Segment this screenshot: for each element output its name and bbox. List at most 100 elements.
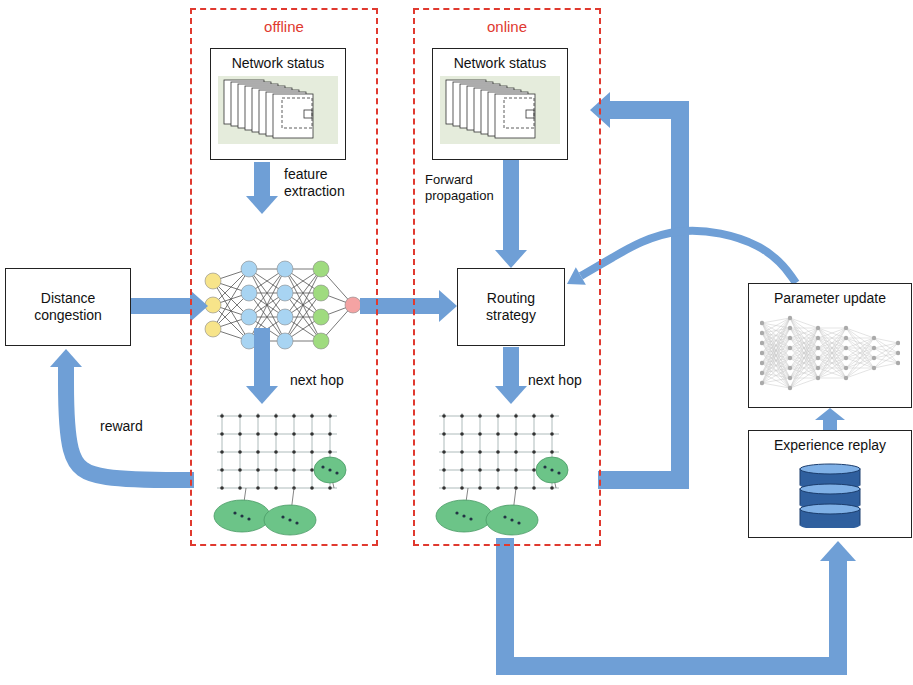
arrow-label: next hop bbox=[290, 372, 344, 389]
nn-link bbox=[846, 328, 874, 358]
nn-link bbox=[790, 328, 818, 368]
nn-link bbox=[846, 338, 874, 358]
nn-link bbox=[790, 338, 818, 388]
grid-node bbox=[532, 414, 536, 418]
box-label: Experience replay bbox=[749, 437, 911, 454]
nn-neuron bbox=[788, 326, 792, 330]
cluster-ellipse bbox=[486, 505, 538, 535]
grid-node bbox=[310, 486, 314, 490]
grid-node bbox=[238, 486, 242, 490]
nn-neuron bbox=[788, 356, 792, 360]
grid-node bbox=[550, 450, 554, 454]
nn-neuron bbox=[241, 309, 257, 325]
arrow-shaft bbox=[360, 298, 439, 314]
nn-link bbox=[874, 363, 898, 368]
connector-body bbox=[815, 408, 845, 430]
connector-arrow bbox=[815, 408, 845, 430]
nn-neuron bbox=[872, 336, 876, 340]
nn-link bbox=[818, 328, 846, 348]
grid-node bbox=[460, 468, 464, 472]
nn-link bbox=[818, 328, 846, 378]
nn-link bbox=[790, 318, 818, 358]
arrow-shaft bbox=[581, 231, 796, 283]
grid-node bbox=[550, 414, 554, 418]
feature-map bbox=[282, 98, 312, 128]
grid-node bbox=[496, 468, 500, 472]
grid-node bbox=[550, 486, 554, 490]
nn-link bbox=[790, 358, 818, 388]
nn-neuron bbox=[788, 336, 792, 340]
grid-node bbox=[496, 450, 500, 454]
nn-neuron bbox=[816, 366, 820, 370]
flow-arrow bbox=[246, 328, 278, 404]
nn-neuron bbox=[760, 371, 764, 375]
grid-node bbox=[256, 450, 260, 454]
replay-box: Experience replay bbox=[748, 430, 912, 538]
grid-node bbox=[292, 468, 296, 472]
db-disk-top bbox=[800, 484, 860, 494]
nn-neuron bbox=[241, 285, 257, 301]
nn-neuron bbox=[816, 356, 820, 360]
feedback-arrow bbox=[505, 538, 856, 666]
nn-link bbox=[285, 269, 321, 341]
nn-link bbox=[790, 378, 818, 388]
arrow-label: reward bbox=[100, 418, 143, 435]
arrow-shaft bbox=[505, 538, 838, 666]
grid-node bbox=[328, 486, 332, 490]
arrow-shaft bbox=[503, 347, 519, 386]
arrow-shaft bbox=[598, 110, 680, 480]
figure-icon bbox=[760, 311, 900, 395]
grid-node bbox=[238, 468, 242, 472]
db-disk bbox=[800, 520, 860, 528]
neural-network-figure bbox=[205, 261, 361, 349]
grid-node bbox=[220, 450, 224, 454]
grid-node bbox=[256, 486, 260, 490]
box-label: Parameter update bbox=[749, 290, 911, 307]
grid-node bbox=[274, 486, 278, 490]
offline-region: offlineNetwork status bbox=[190, 8, 378, 546]
nn-link bbox=[846, 328, 874, 338]
nn-link bbox=[790, 328, 818, 368]
nn-link bbox=[762, 353, 790, 388]
grid-node bbox=[292, 432, 296, 436]
nn-neuron bbox=[313, 285, 329, 301]
grid-node bbox=[256, 468, 260, 472]
nn-link bbox=[818, 328, 846, 338]
nn-neuron bbox=[277, 333, 293, 349]
grid-node bbox=[328, 414, 332, 418]
nn-link bbox=[846, 328, 874, 368]
arrow-head bbox=[815, 408, 845, 420]
nn-neuron bbox=[241, 261, 257, 277]
flow-arrow bbox=[360, 290, 457, 322]
nn-neuron bbox=[277, 309, 293, 325]
nn-link bbox=[762, 343, 790, 388]
grid-node bbox=[274, 432, 278, 436]
grid-node bbox=[442, 486, 446, 490]
arrow-shaft bbox=[254, 328, 270, 386]
nn-neuron bbox=[277, 285, 293, 301]
nn-neuron bbox=[313, 261, 329, 277]
cluster-ellipse bbox=[214, 500, 270, 532]
grid-node bbox=[460, 414, 464, 418]
nn-link bbox=[790, 318, 818, 368]
nn-link bbox=[762, 318, 790, 363]
grid-node bbox=[478, 486, 482, 490]
nn-link bbox=[818, 328, 846, 378]
arrow-shaft bbox=[503, 160, 519, 250]
nn-link bbox=[762, 328, 790, 383]
grid-node bbox=[292, 414, 296, 418]
arrow-head bbox=[50, 349, 82, 367]
arrow-head bbox=[439, 290, 457, 322]
nn-neuron bbox=[844, 366, 848, 370]
nn-link bbox=[818, 338, 846, 378]
network-topology-figure bbox=[436, 413, 568, 535]
nn-link bbox=[762, 348, 790, 383]
grid-node bbox=[310, 432, 314, 436]
arrow-shaft bbox=[131, 298, 190, 314]
grid-node bbox=[514, 468, 518, 472]
grid-node bbox=[274, 468, 278, 472]
grid-node bbox=[514, 450, 518, 454]
nn-link bbox=[762, 383, 790, 388]
cluster-node bbox=[233, 511, 236, 514]
